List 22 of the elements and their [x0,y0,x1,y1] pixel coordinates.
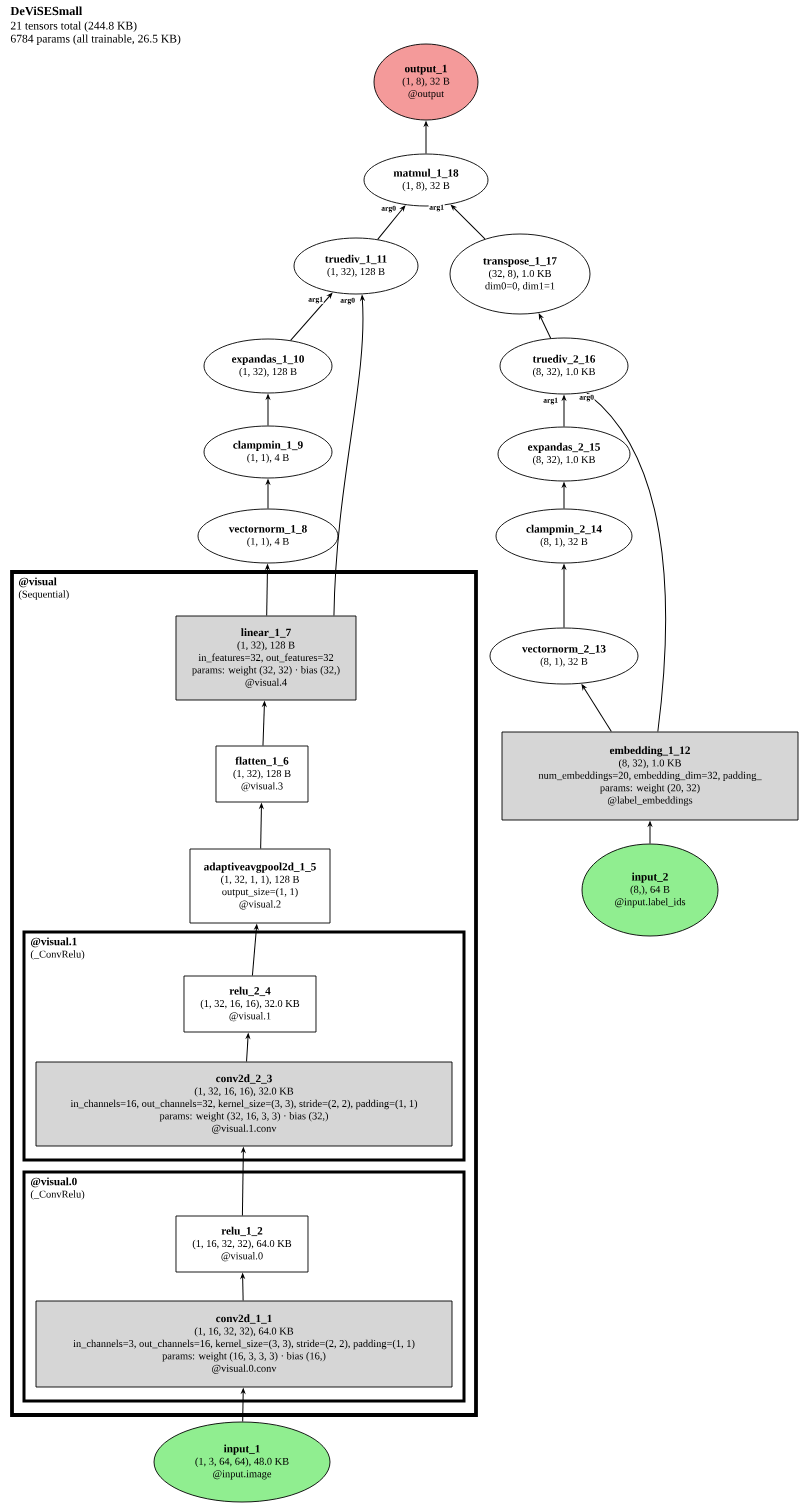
arrow [246,1033,250,1063]
arrow [648,821,652,845]
arrow [424,121,428,155]
arrow [562,395,566,428]
arrow [562,564,566,629]
arrow [241,1147,246,1217]
arrow [251,924,259,977]
arrow [266,394,270,427]
arrow [581,684,612,733]
arrow [333,295,365,617]
arrow [290,292,333,341]
arrow [450,204,486,240]
arrow [265,564,270,617]
arrow [266,479,270,510]
arrow [538,313,552,339]
arrow [259,803,264,850]
arrow [262,701,267,747]
arrow [587,393,667,733]
arrow [377,205,406,240]
arrow [241,1388,246,1423]
arrow [562,482,566,510]
arrow [240,1273,245,1302]
